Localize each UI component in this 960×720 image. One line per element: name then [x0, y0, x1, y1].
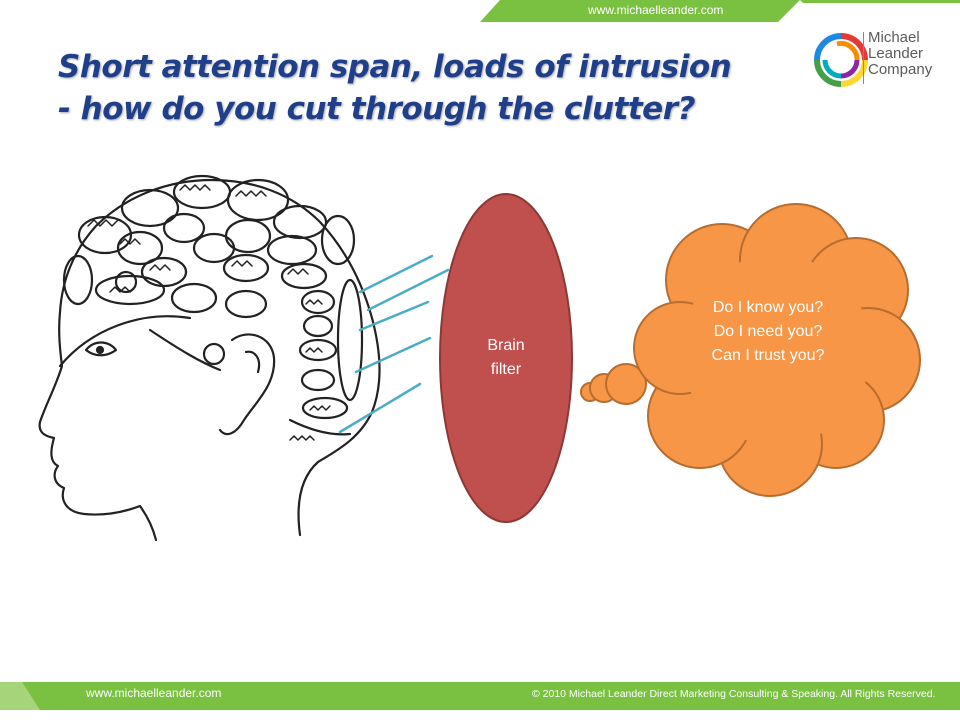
footer-url[interactable]: www.michaelleander.com — [86, 686, 222, 700]
company-logo-icon — [814, 33, 868, 87]
logo-line-1: Michael — [868, 29, 920, 46]
top-banner — [0, 0, 960, 22]
title-line-2: - how do you cut through the clutter? — [58, 91, 695, 127]
brain-filter-label: Brain filter — [446, 334, 566, 382]
page-title: Short attention span, loads of intrusion… — [58, 46, 732, 130]
logo-line-2: Leander — [868, 45, 924, 62]
thought-bubble-trail — [580, 363, 647, 405]
footer-banner — [0, 682, 960, 710]
brain-filter-shape — [439, 193, 573, 523]
thought-line: Do I need you? — [713, 323, 823, 340]
title-line-1: Short attention span, loads of intrusion — [58, 49, 732, 85]
thought-line: Do I know you? — [712, 299, 824, 316]
phrenology-head-icon — [38, 174, 381, 542]
logo-divider — [863, 32, 864, 84]
thought-cloud-shape — [633, 203, 921, 497]
filter-line-2: filter — [490, 361, 522, 378]
filter-line-1: Brain — [487, 337, 525, 354]
thought-line: Can I trust you? — [711, 347, 825, 364]
logo-text: Michael Leander Company — [868, 30, 932, 78]
incoming-message-lines — [338, 254, 450, 434]
thought-bubble-text: Do I know you? Do I need you? Can I trus… — [668, 296, 868, 368]
header-url[interactable]: www.michaelleander.com — [588, 3, 724, 17]
footer-copyright: © 2010 Michael Leander Direct Marketing … — [532, 688, 936, 700]
logo-line-3: Company — [868, 61, 933, 78]
